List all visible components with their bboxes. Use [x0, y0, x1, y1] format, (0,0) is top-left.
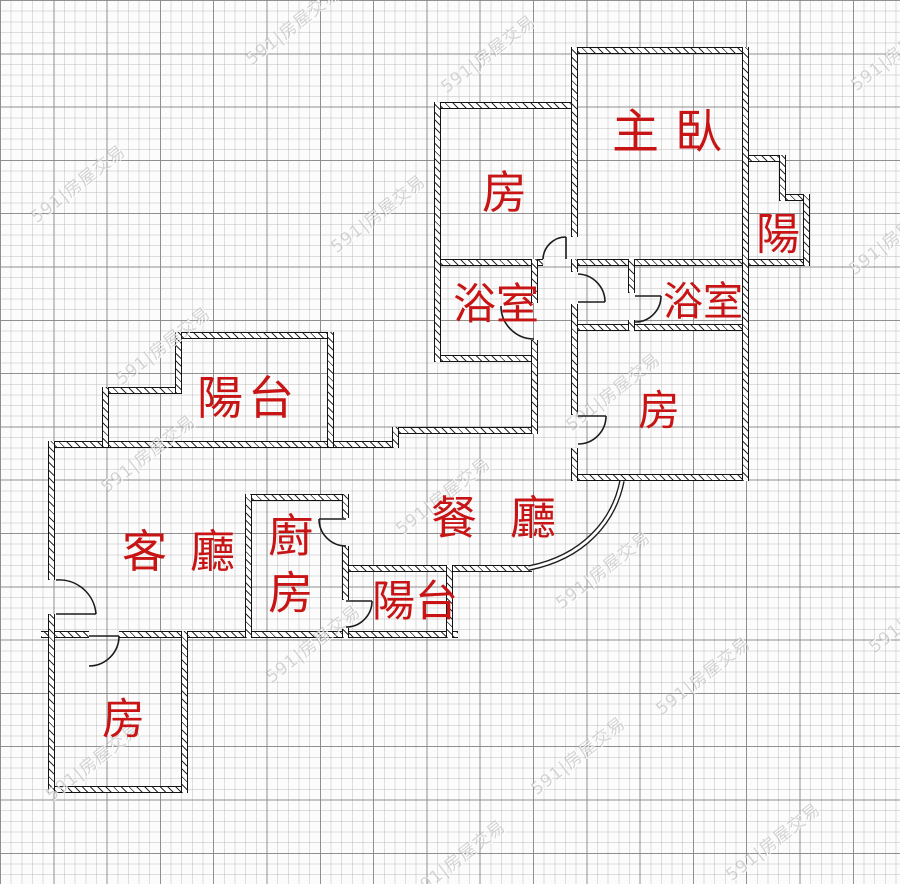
wall: [571, 448, 578, 481]
watermark: 591|房屋交易: [845, 193, 900, 280]
wall: [48, 614, 55, 793]
wall: [571, 47, 749, 54]
watermark: 591|房屋交易: [437, 11, 540, 98]
watermark: 591|房屋交易: [327, 171, 430, 258]
wall: [245, 494, 252, 638]
wall: [571, 474, 749, 481]
watermark: 591|房屋交易: [865, 571, 900, 658]
wall: [434, 355, 538, 362]
watermark: 591|房屋交易: [97, 411, 200, 498]
room-label-room-right: 房: [638, 386, 681, 435]
wall: [175, 332, 334, 339]
watermark: 591|房屋交易: [407, 816, 510, 884]
wall: [571, 324, 749, 331]
watermark: 591|房屋交易: [527, 713, 630, 800]
room-label-dining-room: 餐廳: [431, 491, 589, 545]
wall: [342, 546, 349, 600]
wall: [571, 259, 578, 272]
wall: [571, 304, 578, 415]
wall: [628, 320, 635, 331]
wall: [779, 155, 786, 201]
door-swing: [634, 295, 662, 323]
wall: [342, 628, 349, 638]
wall: [245, 494, 349, 501]
wall: [119, 631, 458, 638]
watermark: 591|房屋交易: [722, 799, 825, 884]
wall: [446, 565, 453, 638]
wall: [531, 340, 538, 434]
wall: [342, 565, 532, 572]
room-label-kitchen: 廚房: [260, 512, 314, 626]
door-swing: [55, 579, 97, 615]
wall: [102, 387, 182, 394]
wall: [803, 194, 810, 266]
wall: [181, 631, 188, 793]
wall: [434, 102, 578, 109]
room-label-master-bedroom: 主臥: [612, 105, 738, 160]
wall: [571, 259, 810, 266]
wall: [48, 786, 188, 793]
watermark: 591|房屋交易: [242, 0, 345, 70]
room-label-bathroom-2: 浴室: [663, 279, 743, 325]
room-label-room-bottom: 房: [102, 695, 145, 745]
room-label-balcony-right: 陽: [756, 209, 800, 260]
wall: [392, 427, 538, 434]
wall: [742, 47, 749, 481]
door-swing: [577, 273, 606, 303]
wall: [175, 332, 182, 393]
wall: [48, 441, 399, 448]
wall: [392, 427, 399, 448]
wall: [102, 387, 109, 447]
room-label-living-room: 客廳: [122, 525, 259, 578]
door-swing: [542, 236, 567, 260]
watermark: 591|房屋交易: [652, 633, 755, 720]
door-swing: [88, 635, 120, 667]
wall: [743, 155, 785, 162]
watermark: 591|房屋交易: [27, 141, 130, 228]
room-label-balcony-lower: 陽台: [372, 577, 458, 627]
wall: [531, 259, 538, 303]
door-swing: [318, 518, 347, 547]
wall: [327, 332, 334, 447]
wall: [571, 47, 578, 237]
room-label-bathroom-1: 浴室: [453, 280, 539, 330]
room-label-room-top: 房: [482, 166, 528, 219]
room-label-balcony-upper: 陽台: [197, 371, 299, 425]
wall: [342, 494, 349, 518]
wall: [434, 259, 543, 266]
watermark: 591|房屋交易: [847, 9, 900, 96]
wall: [48, 441, 55, 580]
wall: [41, 631, 89, 638]
wall: [779, 194, 810, 201]
wall: [628, 259, 635, 293]
wall: [434, 102, 441, 362]
